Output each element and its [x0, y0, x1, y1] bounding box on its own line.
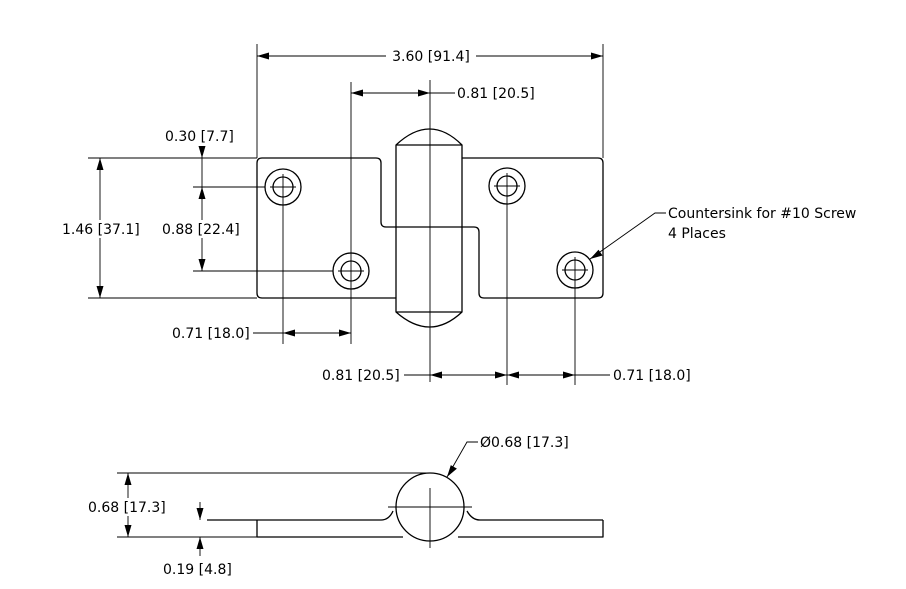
dim-hole-vertical-spacing: 0.88 [22.4] — [160, 187, 333, 272]
dim-overall-width: 3.60 [91.4] — [256, 44, 604, 158]
label-side-height: 0.68 [17.3] — [88, 500, 166, 516]
dim-side-height: 0.68 [17.3] — [86, 472, 430, 538]
dim-pin-offset-bottom: 0.81 [20.5] — [322, 199, 508, 385]
label-pin-offset-bottom: 0.81 [20.5] — [322, 368, 400, 384]
countersink-hole-4 — [556, 251, 594, 289]
plate-outline-left — [256, 157, 463, 328]
countersink-hole-2 — [332, 252, 370, 290]
countersink-hole-1 — [264, 168, 302, 206]
dim-leaf-thickness: 0.19 [4.8] — [163, 502, 232, 578]
label-overall-height: 1.46 [37.1] — [62, 222, 140, 238]
dim-top-edge-hole: 0.30 [7.7] — [88, 129, 265, 200]
label-pin-offset-top: 0.81 [20.5] — [457, 86, 535, 102]
note-line-2: 4 Places — [668, 226, 726, 242]
label-hole-vertical-spacing: 0.88 [22.4] — [162, 222, 240, 238]
plate-outline — [262, 128, 604, 299]
side-view — [207, 472, 604, 548]
dim-right-hole-spacing: 0.71 [18.0] — [507, 283, 691, 385]
top-view — [256, 80, 604, 382]
label-leaf-thickness: 0.19 [4.8] — [163, 562, 232, 578]
side-leaf-right — [458, 510, 604, 538]
dim-overall-height: 1.46 [37.1] — [58, 158, 257, 299]
countersink-hole-3 — [488, 167, 526, 205]
label-left-hole-spacing: 0.71 [18.0] — [172, 326, 250, 342]
dim-pin-offset-top: 0.81 [20.5] — [350, 82, 535, 258]
countersink-note: Countersink for #10 Screw 4 Places — [589, 206, 856, 260]
dim-knuckle-diameter: Ø0.68 [17.3] — [446, 435, 569, 478]
label-overall-width: 3.60 [91.4] — [392, 49, 470, 65]
label-right-hole-spacing: 0.71 [18.0] — [613, 368, 691, 384]
label-knuckle-diameter: Ø0.68 [17.3] — [480, 435, 569, 451]
note-line-1: Countersink for #10 Screw — [668, 206, 856, 222]
dim-left-hole-spacing: 0.71 [18.0] — [172, 200, 352, 344]
label-top-edge-hole: 0.30 [7.7] — [165, 129, 234, 145]
side-leaf-left — [256, 510, 403, 538]
